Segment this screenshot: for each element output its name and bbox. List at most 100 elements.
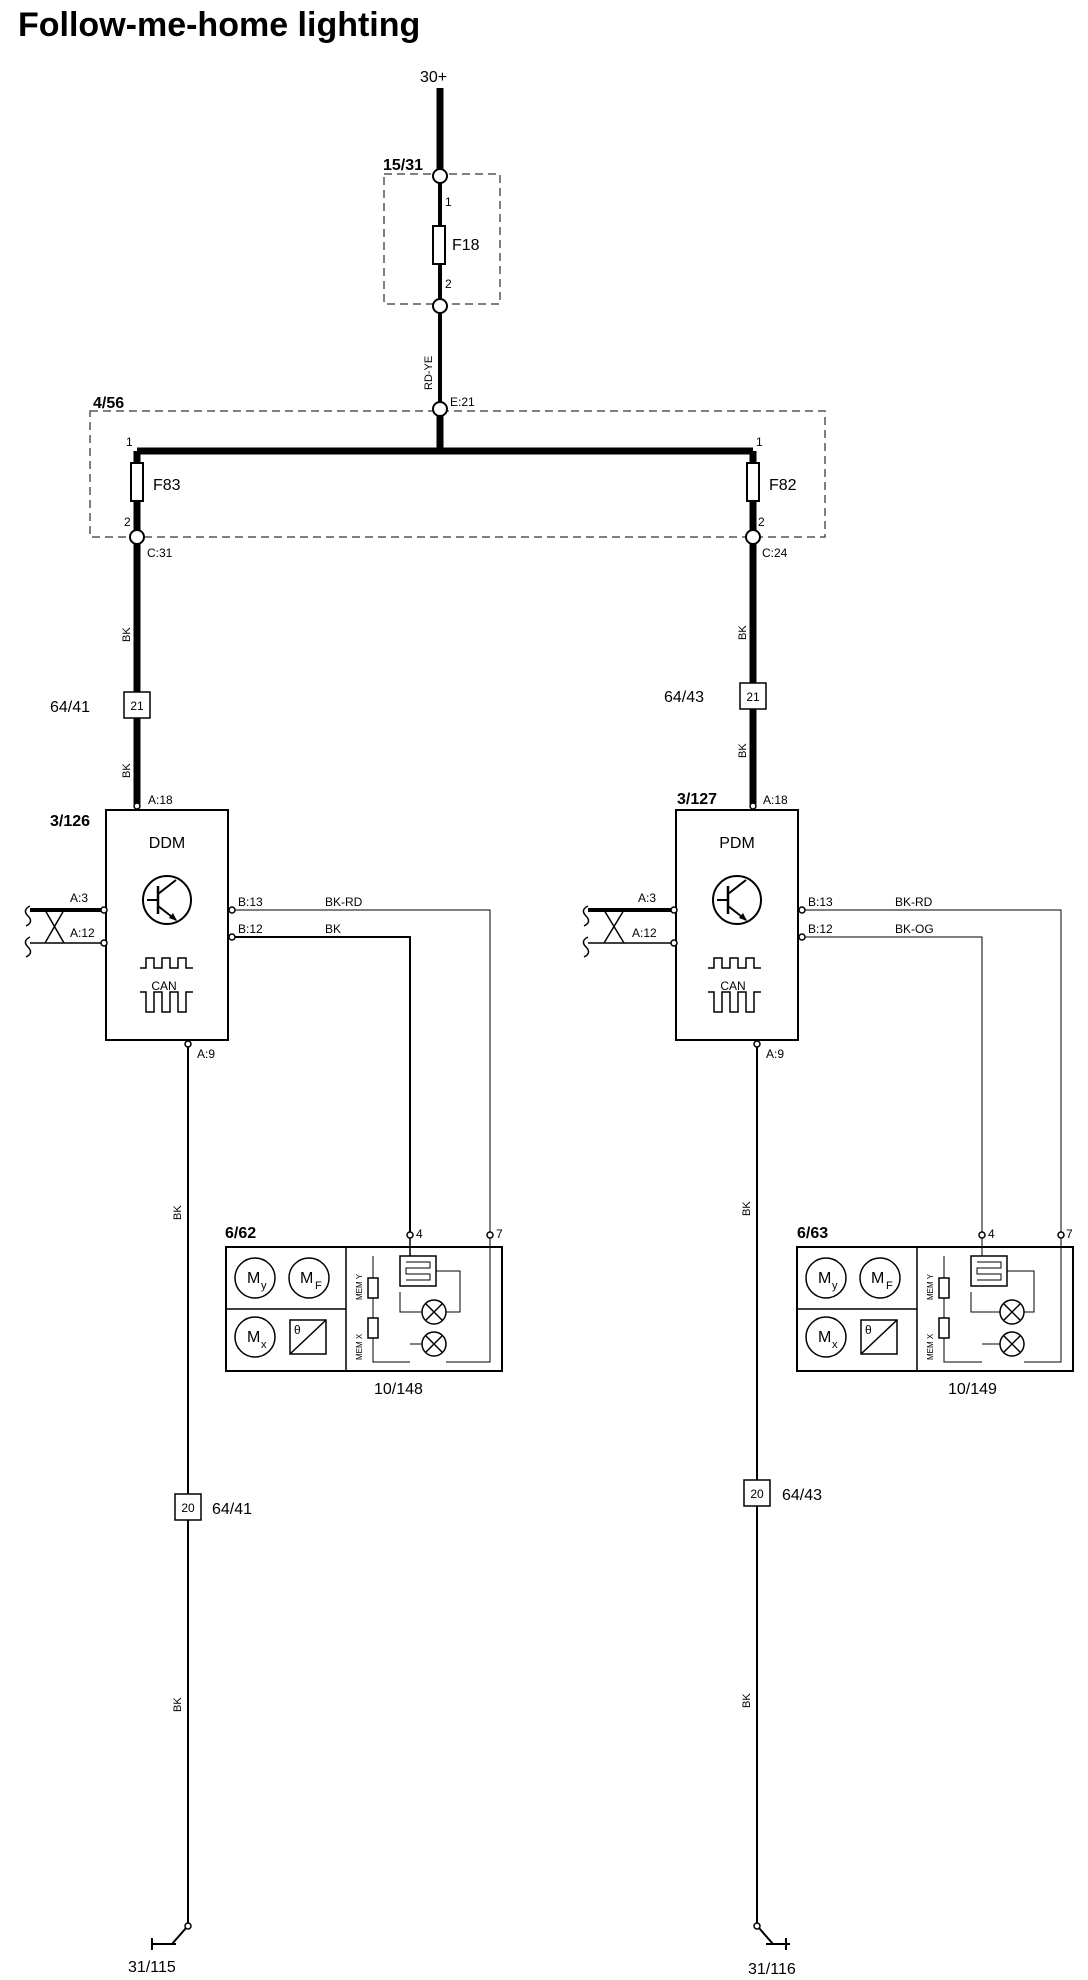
splice-pin: 20 <box>181 1501 195 1515</box>
mirror-assembly-6-63: 6/63 10/149 M y M F M x θ MEM Y MEM X <box>796 1225 1074 1398</box>
can-bus-icon <box>708 957 761 1013</box>
splice-pin: 20 <box>750 1487 764 1501</box>
fuse-f83-pin-out: 2 <box>124 515 131 529</box>
motor-sub: F <box>315 1280 322 1292</box>
motor-fold-icon <box>288 1257 330 1299</box>
pin-node <box>406 1231 414 1239</box>
can-twisted-pair <box>582 905 678 958</box>
terminal-node <box>432 401 448 417</box>
motor-label: M <box>818 1270 831 1287</box>
lamp-cross <box>425 1335 443 1353</box>
fuse-f83-symbol <box>130 462 144 502</box>
splice-id: 64/43 <box>664 689 704 706</box>
wire-label: BK <box>741 1201 753 1216</box>
wire-label: BK-OG <box>895 922 934 936</box>
fuse-pin-out: 2 <box>445 277 452 291</box>
page-title: Follow-me-home lighting <box>18 6 421 44</box>
mirror-sub-id: 10/149 <box>948 1381 997 1398</box>
distribution-box-outline <box>89 410 826 538</box>
wire-label: BK <box>172 1205 184 1220</box>
circuit-line <box>1024 1236 1062 1363</box>
lamp-cross <box>425 1303 443 1321</box>
ground-label: 31/116 <box>748 1961 796 1978</box>
circuit-line <box>1007 1270 1035 1313</box>
mirror-id: 6/62 <box>225 1225 256 1242</box>
lamp-cross <box>1003 1335 1021 1353</box>
mem-x-label: MEM X <box>355 1333 364 1360</box>
wire-label: BK <box>737 625 749 640</box>
temp-sensor-icon <box>860 1319 898 1355</box>
theta-label: θ <box>865 1323 872 1337</box>
splice-connector <box>123 691 151 719</box>
pin-label: 7 <box>1066 1227 1073 1241</box>
motor-label: M <box>247 1270 260 1287</box>
heater-coil <box>405 1261 431 1281</box>
motor-label: M <box>818 1329 831 1346</box>
motor-fold-icon <box>859 1257 901 1299</box>
splice-pin: 21 <box>130 699 144 713</box>
pin-node <box>228 933 236 941</box>
heater-icon <box>399 1255 437 1287</box>
motor-label: M <box>300 1270 313 1287</box>
splice-id: 64/41 <box>212 1501 252 1518</box>
connector-c24: C:24 <box>762 546 788 560</box>
mirror-assembly-6-62: 6/62 10/148 M y M F M x θ MEM Y MEM X <box>225 1225 503 1398</box>
theta-label: θ <box>294 1323 301 1337</box>
heater-coil <box>976 1261 1002 1281</box>
splice-id: 64/43 <box>782 1487 822 1504</box>
supply-label: 30+ <box>420 69 447 86</box>
ground-icon <box>151 1922 192 1950</box>
module-id: 3/126 <box>50 813 90 830</box>
wire-bk-og-right <box>805 936 983 1233</box>
mirror-sub-id: 10/148 <box>374 1381 423 1398</box>
pin-label: A:3 <box>70 891 88 905</box>
pin-label: A:9 <box>766 1047 784 1061</box>
potentiometer-x <box>938 1317 950 1339</box>
motor-y-icon <box>805 1257 847 1299</box>
pin-label: A:18 <box>763 793 788 807</box>
fuse-f83-pin-in: 1 <box>126 435 133 449</box>
motor-sub: x <box>832 1339 838 1351</box>
pin-label: B:13 <box>238 895 263 909</box>
splice-connector <box>743 1479 771 1507</box>
circuit-line <box>372 1338 410 1363</box>
pin-label: A:18 <box>148 793 173 807</box>
wire-label: BK <box>741 1693 753 1708</box>
circuit-line <box>399 1292 422 1313</box>
motor-label: M <box>871 1270 884 1287</box>
fuse-box-id: 15/31 <box>383 157 423 174</box>
transistor-icon <box>142 875 192 925</box>
distribution-box-4-56: 4/56 E:21 1 F83 2 C:31 1 F82 2 C:24 <box>89 395 826 560</box>
splice-pin: 21 <box>746 690 760 704</box>
mem-y-label: MEM Y <box>926 1273 935 1300</box>
wire-label: BK <box>172 1697 184 1712</box>
distribution-box-id: 4/56 <box>93 395 124 412</box>
terminal-node <box>432 168 448 184</box>
motor-sub: y <box>832 1280 838 1292</box>
pin-label: 7 <box>496 1227 503 1241</box>
motor-x-icon <box>234 1316 276 1358</box>
splice-connector <box>739 682 767 710</box>
ground-label: 31/115 <box>128 1959 176 1976</box>
mem-y-label: MEM Y <box>355 1273 364 1300</box>
potentiometer-y <box>938 1277 950 1299</box>
motor-x-icon <box>805 1316 847 1358</box>
terminal-node <box>745 529 761 545</box>
pin-node <box>228 906 236 914</box>
temp-sensor-slash <box>289 1319 327 1355</box>
pin-label: A:12 <box>70 926 95 940</box>
fuse-f82-label: F82 <box>769 477 797 494</box>
can-label: CAN <box>151 979 176 993</box>
wire-label: BK-RD <box>895 895 933 909</box>
wire-label-rd-ye: RD-YE <box>423 356 435 390</box>
wire-bk-rd-right <box>805 909 1062 1233</box>
module-id: 3/127 <box>677 791 717 808</box>
circuit-line <box>436 1270 461 1313</box>
motor-y-icon <box>234 1257 276 1299</box>
fuse-f18-symbol <box>432 225 446 265</box>
motor-sub: F <box>886 1280 893 1292</box>
module-name: DDM <box>149 835 185 852</box>
pin-label: B:12 <box>238 922 263 936</box>
ground-icon <box>753 1922 790 1950</box>
circuit-line <box>943 1338 982 1363</box>
